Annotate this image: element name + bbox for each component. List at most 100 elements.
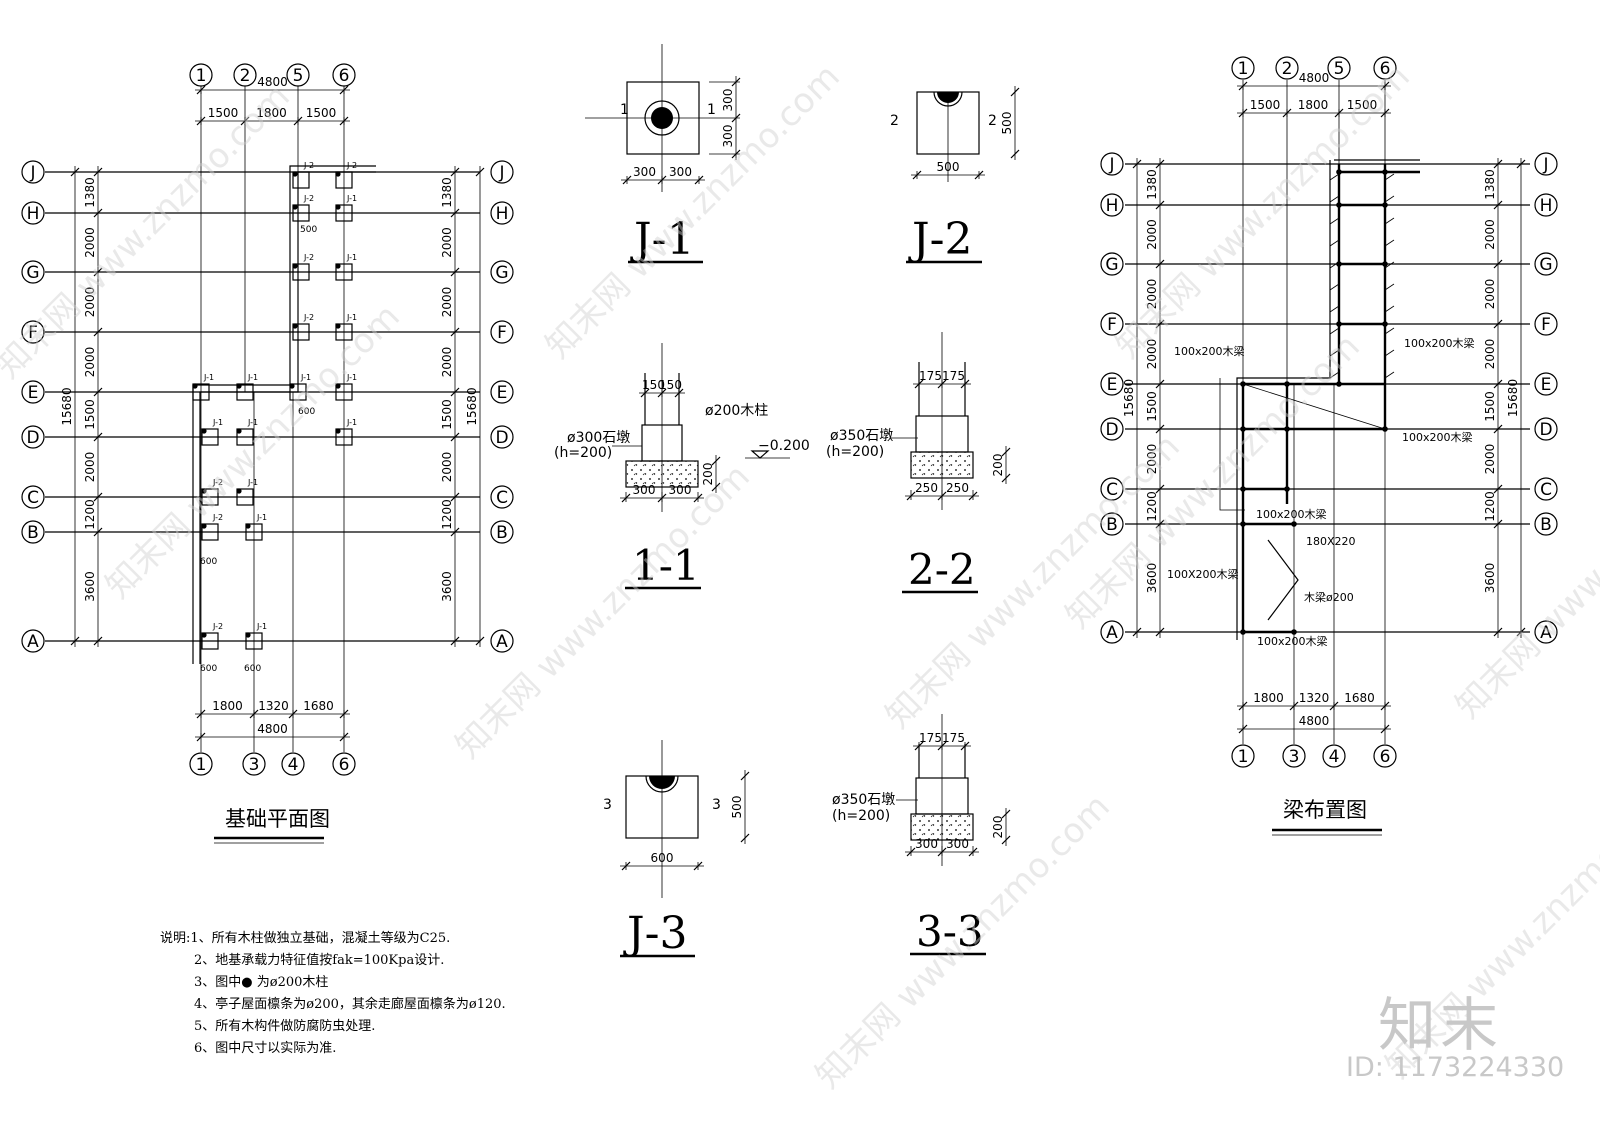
purlin-tick (1384, 173, 1395, 181)
pad-tag: J-1 (256, 513, 267, 522)
dim-text: 3600 (1483, 563, 1497, 594)
column-dot (1240, 629, 1246, 635)
dim-text: 2000 (83, 227, 97, 258)
dim-text: 300 (633, 165, 656, 179)
axis-label: D (26, 428, 39, 448)
title-s11: 1-1 (625, 541, 701, 590)
dim-text: 200 (991, 816, 1005, 839)
axis-label: B (27, 523, 39, 543)
column-dot (292, 263, 298, 269)
dim-tick (731, 113, 741, 123)
column-dot (649, 776, 675, 789)
footing-pad (245, 632, 263, 650)
pad-tag: J-2 (212, 513, 223, 522)
dim-text: 1500 (1145, 391, 1159, 422)
purlin-tick (1329, 261, 1340, 269)
dim-tick (93, 208, 103, 218)
dim-tick (93, 327, 103, 337)
column-dot (292, 323, 298, 329)
axis-label: F (497, 323, 507, 343)
dim-text: 2000 (1483, 444, 1497, 475)
axis-bubble (1534, 252, 1558, 276)
column-dot (335, 171, 341, 177)
axis-label: J (29, 163, 35, 183)
footing-pad (335, 428, 353, 446)
note-line: 2、地基承载力特征值按fak=100Kpa设计. (194, 953, 445, 968)
section-mark: 2 (890, 113, 899, 129)
dim-text: 2000 (1145, 444, 1159, 475)
dim-text: 150 (659, 378, 682, 392)
axis-bubble (21, 160, 45, 184)
axis-label: H (496, 204, 509, 224)
axis-label: C (27, 488, 39, 508)
beam-label: 100X200木梁 (1167, 567, 1239, 581)
dim-text: 175 (942, 731, 965, 745)
dim-tick (450, 432, 460, 442)
column-dot (245, 523, 251, 529)
dim-tick (1155, 424, 1165, 434)
column-dot (236, 428, 242, 434)
column-dot (289, 383, 295, 389)
pad-tag: J-1 (300, 373, 311, 382)
column-dot (1284, 486, 1290, 492)
svg-text:2-2: 2-2 (908, 545, 976, 594)
dim-text: 1500 (440, 399, 454, 430)
watermark-text: 知末网 www.znzmo.com (538, 57, 848, 367)
dim-text: 200 (701, 463, 715, 486)
column-dot (1291, 521, 1297, 527)
dim-text: 600 (200, 557, 217, 567)
footing-pad (335, 263, 353, 281)
title-j3: J-3 (620, 908, 695, 959)
footing-pad (201, 428, 219, 446)
pier-circle (933, 91, 963, 107)
dim-text: 175 (919, 369, 942, 383)
dim-tick (1493, 259, 1503, 269)
purlin-tick (1329, 283, 1340, 291)
dim-text: 1500 (83, 399, 97, 430)
dim-tick (740, 833, 750, 843)
dim-text: 1380 (83, 177, 97, 208)
purlin-tick (1384, 239, 1395, 247)
axis-bubble (21, 629, 45, 653)
watermark-text: 知末网 www.znzmo.com (448, 457, 758, 767)
column-dot (937, 92, 959, 103)
pad-tag: J-1 (346, 253, 357, 262)
dim-tick (450, 167, 460, 177)
column-dot (1336, 202, 1342, 208)
dim-text: 15680 (1506, 379, 1520, 417)
pad-tag: J-1 (203, 373, 214, 382)
dim-tick (93, 432, 103, 442)
column-dot (192, 383, 198, 389)
section-mark: 3 (603, 797, 612, 813)
axis-bubble (1534, 512, 1558, 536)
concrete-pad (625, 460, 699, 488)
axis-label: F (1107, 315, 1117, 335)
column-dot (1240, 381, 1246, 387)
dim-text: 15680 (465, 387, 479, 425)
dim-tick (1493, 627, 1503, 637)
dim-text: 2000 (440, 227, 454, 258)
axis-bubble (1534, 417, 1558, 441)
dim-text: 500 (1000, 112, 1014, 135)
axis-label: 6 (1380, 59, 1391, 79)
dim-tick (93, 387, 103, 397)
axis-label: F (1541, 315, 1551, 335)
axis-bubble (21, 320, 45, 344)
purlin-tick (1384, 283, 1395, 291)
axis-bubble (490, 160, 514, 184)
column-dot (1382, 261, 1388, 267)
dim-text: 600 (200, 664, 217, 674)
dim-text: 175 (919, 731, 942, 745)
beam-label: 100x200木梁 (1257, 634, 1328, 648)
axis-bubble (189, 752, 213, 776)
footing-pad (201, 523, 219, 541)
dim-tick (450, 492, 460, 502)
column-dot (1240, 486, 1246, 492)
axis-bubble (242, 752, 266, 776)
footing-pad (292, 323, 310, 341)
dim-tick (450, 527, 460, 537)
dim-text: 3600 (83, 571, 97, 602)
footing-pad (201, 488, 219, 506)
dim-text: 1200 (1483, 491, 1497, 522)
